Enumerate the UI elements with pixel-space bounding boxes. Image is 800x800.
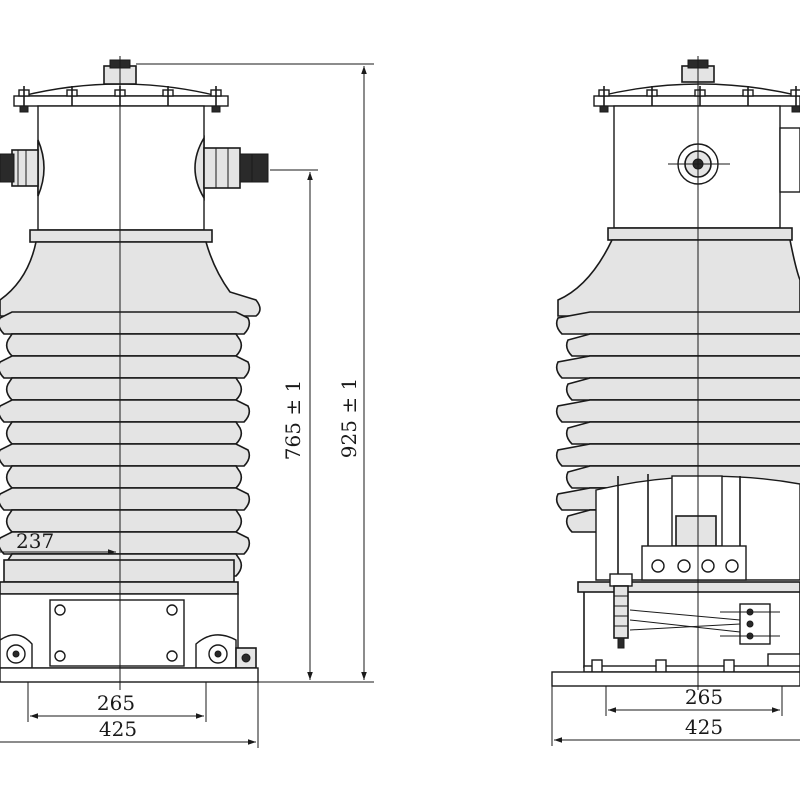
right-dimensions: 265 425 [551,685,800,746]
insulator-shed [565,421,800,445]
dim-label-265-right: 265 [685,685,723,709]
insulator-shed [0,531,251,555]
insulator-shed [0,487,251,511]
left-nameplate-screws [54,604,178,662]
right-collar [607,227,793,241]
left-base-ring [0,581,239,595]
insulator-shed [565,333,800,357]
insulator-shed [555,443,800,467]
dim-label-237: 237 [16,529,54,553]
insulator-shed [555,399,800,423]
left-head-housing [37,105,205,231]
left-nameplate [49,599,185,667]
right-terminal-plate [577,581,800,593]
right-side-box [779,127,800,193]
flange-bolt [210,86,222,113]
right-side-view [551,56,800,690]
left-collar [29,229,213,243]
left-side-bushing-right [194,135,269,201]
right-top-flange [593,95,800,107]
right-base-plate-top [583,665,800,673]
insulator-shed [0,311,251,335]
right-insulator-shoulder [557,239,800,317]
insulator-shed [555,355,800,379]
left-insulator-shoulder [0,241,261,317]
left-base-plate [0,667,259,683]
flange-bolt [790,86,800,113]
insulator-shed [555,311,800,335]
insulator-shed [0,399,251,423]
right-base-plate [551,671,800,687]
left-dimensions: 925 ± 1 765 ± 1 237 265 425 [0,63,374,748]
left-front-view [0,56,269,690]
dim-label-425-left: 425 [99,717,137,741]
left-side-bushing-left [0,139,45,197]
right-secondary-box [583,573,800,669]
right-internal-frame [617,474,747,581]
insulator-shed [5,421,243,445]
dim-label-265-left: 265 [97,691,135,715]
dim-label-425-right: 425 [685,715,723,739]
left-mount-feet [0,634,257,669]
left-top-flange [13,95,229,107]
left-insulator-sheds [0,311,251,583]
insulator-shed [0,443,251,467]
insulator-lower-body [3,559,235,583]
flange-bolt [598,86,610,113]
insulator-shed [0,355,251,379]
flange-bolt [18,86,30,113]
dim-label-765: 765 ± 1 [281,380,305,460]
insulator-shed [5,377,243,401]
insulator-shed [5,333,243,357]
dim-label-925: 925 ± 1 [337,378,361,458]
insulator-shed [5,465,243,489]
insulator-shed [565,377,800,401]
